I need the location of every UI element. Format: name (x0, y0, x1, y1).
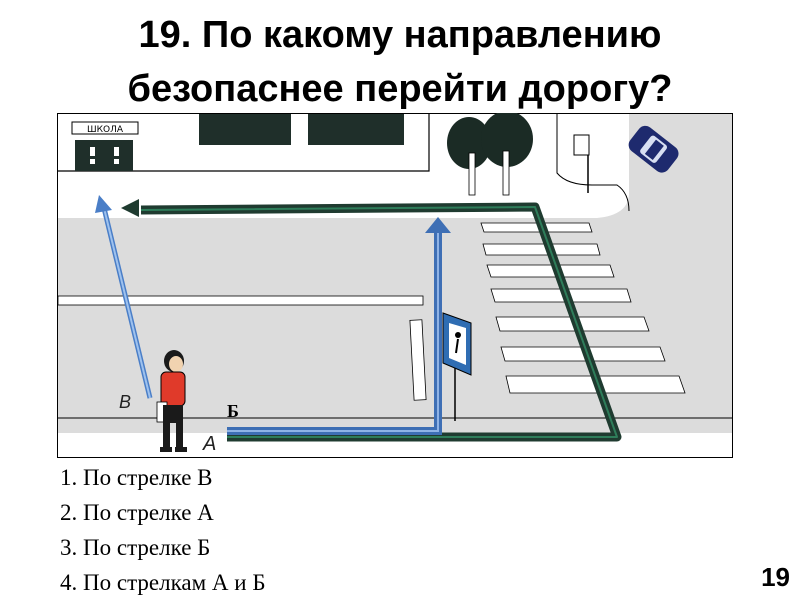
arrow-a-head (121, 199, 139, 217)
building-window-2 (308, 114, 404, 145)
slide-title: 19. По какому направлению безопаснее пер… (0, 8, 800, 116)
arrow-v-head (95, 195, 112, 213)
option-3[interactable]: 3. По стрелке Б (60, 535, 211, 560)
lane-line-short (409, 319, 427, 401)
school-door (75, 140, 133, 171)
road-scene: ШКОЛА (57, 113, 733, 458)
school-sign-box (71, 121, 139, 135)
option-2[interactable]: 2. По стрелке А (60, 500, 214, 525)
school-window-2 (90, 159, 95, 164)
school-window-1 (90, 147, 95, 156)
option-1[interactable]: 1. По стрелке В (60, 465, 213, 490)
option-4[interactable]: 4. По стрелкам А и Б (60, 570, 266, 595)
label-a: A (202, 433, 216, 455)
school-window-3 (114, 147, 119, 156)
arrow-a-highlight (140, 206, 618, 438)
child-figure-icon (156, 350, 187, 452)
arrow-b-head (425, 217, 451, 233)
lane-line (57, 295, 424, 306)
slide-number: 19 (761, 562, 790, 592)
sidewalk-curb (556, 114, 630, 212)
arrow-v-highlight (103, 207, 151, 399)
school-sign: ШКОЛА (87, 125, 124, 135)
road-sign-icon (573, 134, 590, 193)
label-v: B (119, 392, 131, 412)
label-b: Б (227, 401, 239, 421)
title-line-1: 19. По какому направлению (138, 14, 662, 56)
tree-icon (447, 113, 533, 196)
arrow-b-highlight (227, 228, 439, 432)
answer-options: 1. По стрелке В 2. По стрелке А 3. По ст… (60, 460, 266, 600)
building-window-1 (199, 114, 291, 145)
sidewalk-top-edge (58, 114, 430, 172)
school-window-4 (114, 159, 119, 164)
pedestrian-crossing-sign-icon (442, 312, 472, 421)
title-line-2: безопаснее перейти дорогу? (127, 68, 673, 110)
car-icon (628, 125, 679, 173)
